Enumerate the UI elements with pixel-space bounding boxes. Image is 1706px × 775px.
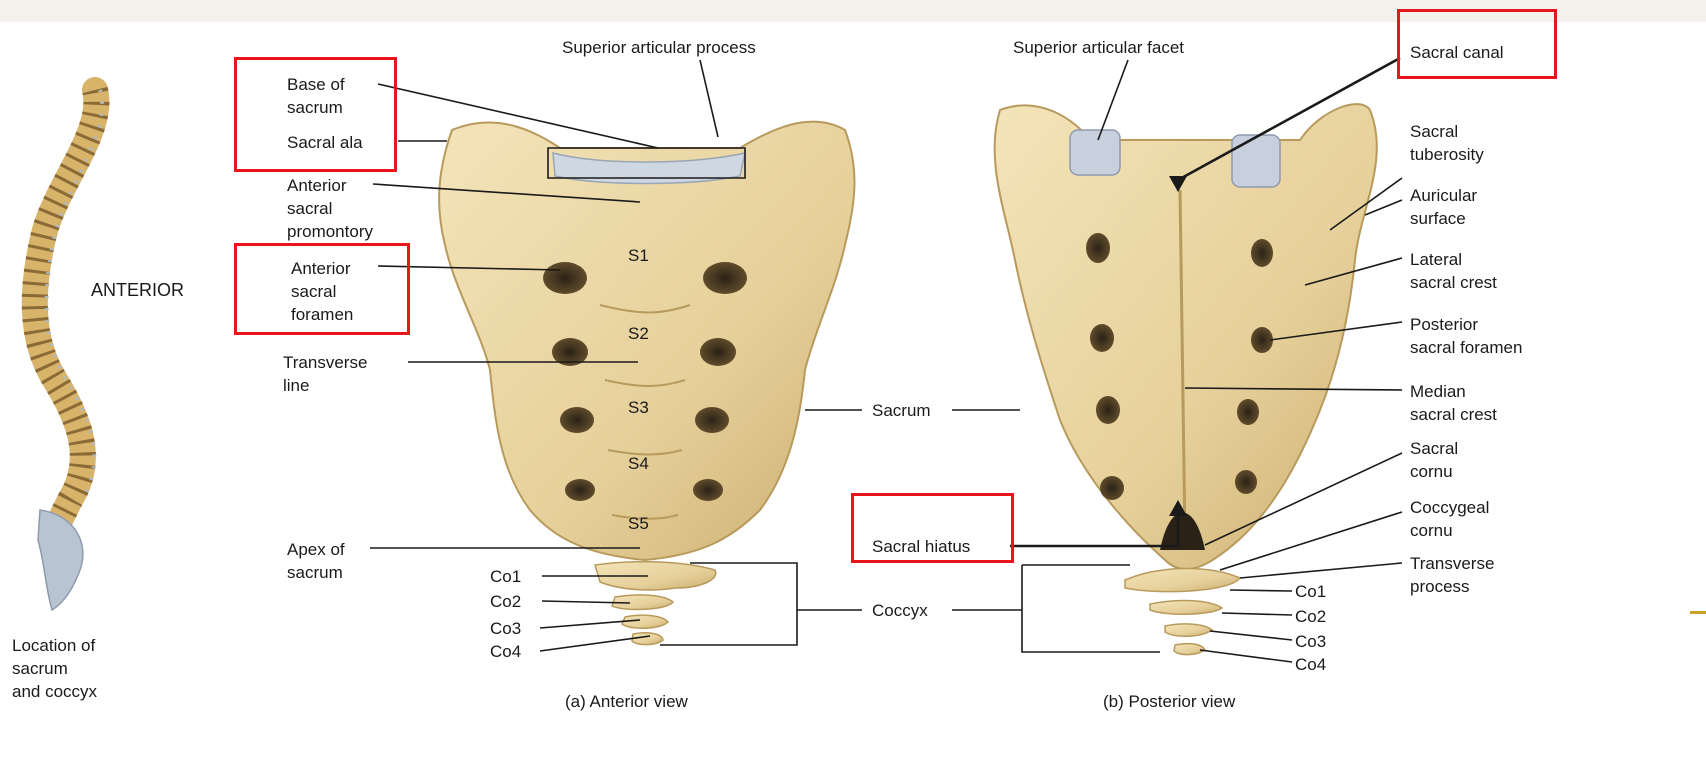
label-promontory: Anterior sacral promontory bbox=[287, 174, 373, 243]
segment-s3: S3 bbox=[628, 396, 649, 419]
label-co4-posterior: Co4 bbox=[1295, 653, 1326, 676]
caption-posterior-view: (b) Posterior view bbox=[1103, 690, 1235, 713]
segment-s2: S2 bbox=[628, 322, 649, 345]
label-transverse-line: Transverse line bbox=[283, 351, 367, 397]
label-coccygeal-cornu: Coccygeal cornu bbox=[1410, 496, 1489, 542]
caption-anterior-view: (a) Anterior view bbox=[565, 690, 688, 713]
label-co4-anterior: Co4 bbox=[490, 640, 521, 663]
segment-s4: S4 bbox=[628, 452, 649, 475]
label-median-sacral-crest: Median sacral crest bbox=[1410, 380, 1497, 426]
label-superior-articular-facet: Superior articular facet bbox=[1013, 36, 1184, 59]
label-auricular-surface: Auricular surface bbox=[1410, 184, 1477, 230]
label-transverse-process: Transverse process bbox=[1410, 552, 1494, 598]
label-posterior-sacral-foramen: Posterior sacral foramen bbox=[1410, 313, 1522, 359]
highlight-anterior-foramen bbox=[234, 243, 410, 335]
label-co1-posterior: Co1 bbox=[1295, 580, 1326, 603]
location-caption: Location of sacrum and coccyx bbox=[12, 634, 97, 703]
label-co2-posterior: Co2 bbox=[1295, 605, 1326, 628]
label-co1-anterior: Co1 bbox=[490, 565, 521, 588]
label-coccyx: Coccyx bbox=[872, 599, 928, 622]
label-sacral-cornu: Sacral cornu bbox=[1410, 437, 1458, 483]
label-co2-anterior: Co2 bbox=[490, 590, 521, 613]
segment-s5: S5 bbox=[628, 512, 649, 535]
label-co3-posterior: Co3 bbox=[1295, 630, 1326, 653]
label-lateral-sacral-crest: Lateral sacral crest bbox=[1410, 248, 1497, 294]
label-superior-articular-process: Superior articular process bbox=[562, 36, 756, 59]
sacrum-location-icon bbox=[38, 510, 83, 610]
label-apex-of-sacrum: Apex of sacrum bbox=[287, 538, 345, 584]
segment-s1: S1 bbox=[628, 244, 649, 267]
highlight-sacral-canal bbox=[1397, 9, 1557, 79]
corner-accent bbox=[1690, 611, 1706, 614]
label-sacrum: Sacrum bbox=[872, 399, 931, 422]
anterior-label: ANTERIOR bbox=[91, 279, 184, 302]
label-co3-anterior: Co3 bbox=[490, 617, 521, 640]
vertebral-column bbox=[35, 90, 102, 610]
posterior-sacrum bbox=[995, 104, 1377, 655]
highlight-sacral-hiatus bbox=[851, 493, 1014, 563]
label-sacral-tuberosity: Sacral tuberosity bbox=[1410, 120, 1484, 166]
highlight-base-and-ala bbox=[234, 57, 397, 172]
